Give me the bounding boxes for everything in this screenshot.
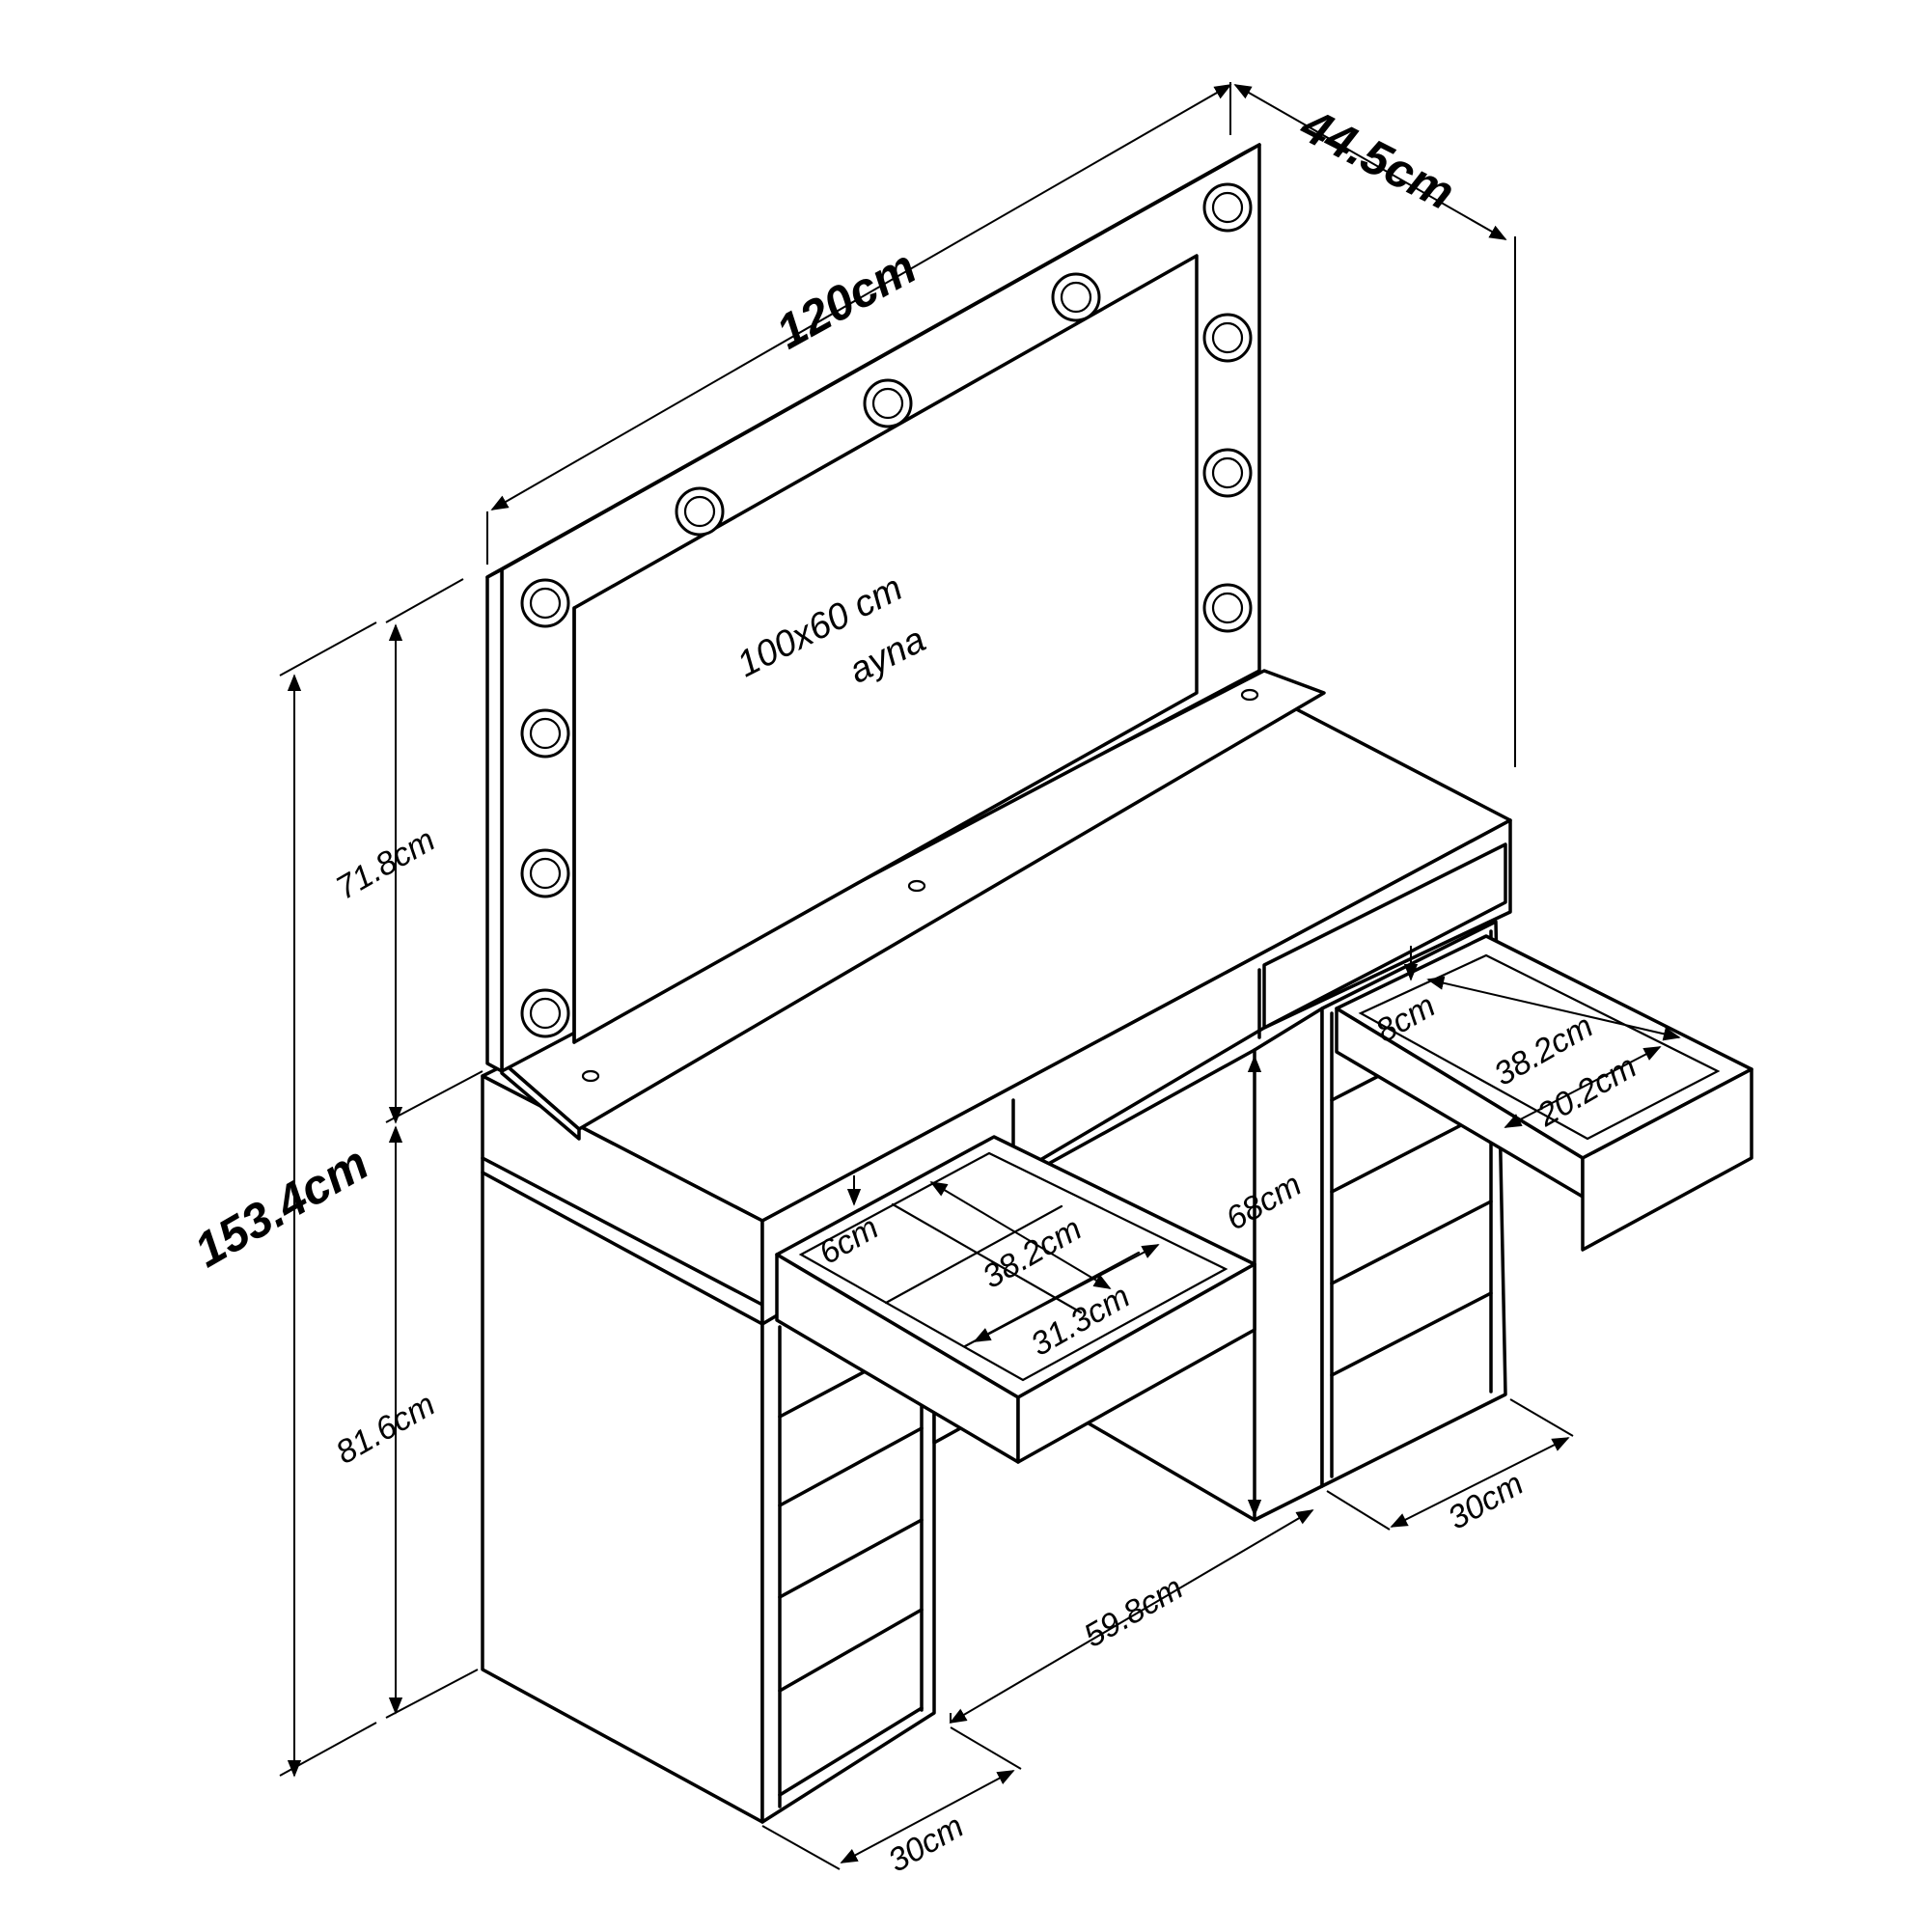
bulb-icon [675, 486, 725, 537]
knee-width-label: 59.8cm [1078, 1569, 1190, 1655]
bulb-icon [520, 848, 570, 898]
bulb-icon [1202, 182, 1253, 233]
width-label: 120cm [767, 239, 925, 359]
bulb-icon [520, 708, 570, 759]
bulb-icon [520, 578, 570, 628]
dimension-lines [279, 82, 1681, 1870]
depth-label: 44.5cm [1292, 97, 1463, 220]
bulb-icon [1051, 272, 1101, 322]
bulb-icon [1202, 313, 1253, 363]
right-cabinet-width-label: 30cm [1442, 1465, 1530, 1536]
bulb-icon [520, 988, 570, 1038]
table-height-label: 81.6cm [330, 1386, 442, 1472]
bulb-icon [1202, 448, 1253, 498]
bulb-icon [863, 378, 913, 428]
total-height-label: 153.4cm [185, 1136, 377, 1278]
mirror-height-label: 71.8cm [330, 821, 442, 907]
left-cabinet [481, 1171, 936, 1824]
bulb-icon [1202, 583, 1253, 633]
